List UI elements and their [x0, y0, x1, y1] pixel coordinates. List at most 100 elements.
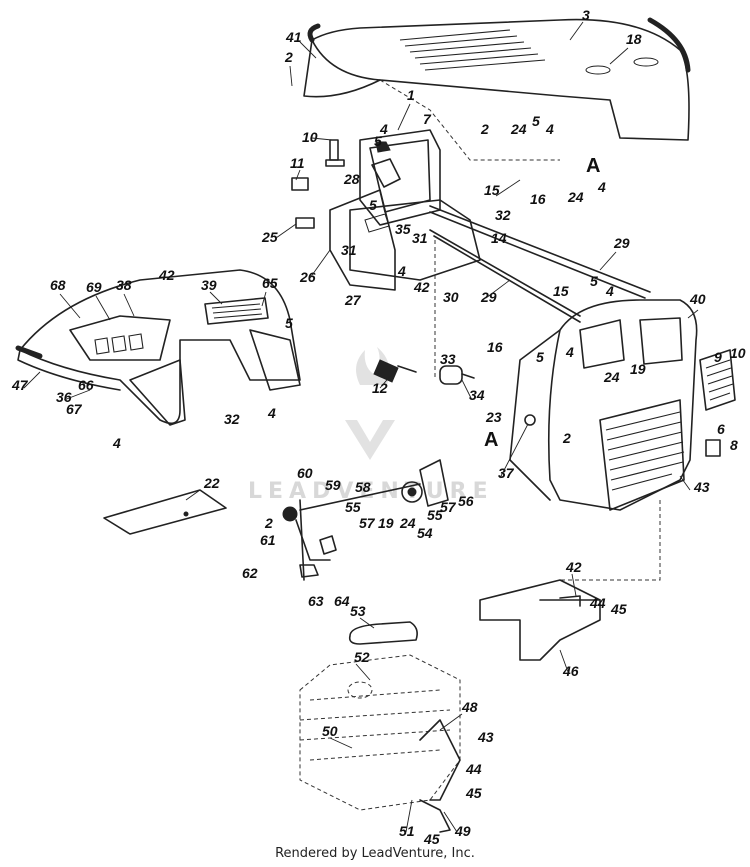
- callout-50: 50: [322, 723, 338, 739]
- callout-51: 51: [399, 823, 415, 839]
- callout-24: 24: [510, 121, 527, 137]
- dash-panel: [291, 129, 481, 291]
- callout-3: 3: [582, 7, 590, 23]
- callout-2: 2: [284, 49, 293, 65]
- callout-19: 19: [630, 361, 646, 377]
- callout-55: 55: [427, 507, 443, 523]
- callout-6: 6: [717, 421, 725, 437]
- render-credit: Rendered by LeadVenture, Inc.: [275, 846, 475, 861]
- callout-5: 5: [532, 113, 540, 129]
- callout-64: 64: [334, 593, 350, 609]
- hood: [303, 17, 691, 161]
- callout-41: 41: [285, 29, 302, 45]
- callout-12: 12: [372, 380, 388, 396]
- engine-assembly: [299, 621, 461, 833]
- callout-16: 16: [530, 191, 546, 207]
- callout-4: 4: [379, 121, 388, 137]
- callout-5: 5: [536, 349, 544, 365]
- callout-36: 36: [56, 389, 72, 405]
- small-parts: [103, 359, 475, 535]
- callout-69: 69: [86, 279, 102, 295]
- front-bracket: [479, 579, 601, 661]
- callout-16: 16: [487, 339, 503, 355]
- callout-31: 31: [341, 242, 357, 258]
- callout-44: 44: [465, 761, 482, 777]
- callout-2: 2: [480, 121, 489, 137]
- callout-35: 35: [395, 221, 411, 237]
- callout-8: 8: [730, 437, 738, 453]
- callout-45: 45: [465, 785, 482, 801]
- callout-24: 24: [603, 369, 620, 385]
- reference-mark-a: A: [484, 429, 498, 451]
- callout-10: 10: [730, 345, 746, 361]
- callout-26: 26: [299, 269, 316, 285]
- callout-48: 48: [461, 699, 478, 715]
- callout-52: 52: [354, 649, 370, 665]
- callout-32: 32: [495, 207, 511, 223]
- callout-37: 37: [498, 465, 515, 481]
- callout-45: 45: [610, 601, 627, 617]
- callout-27: 27: [344, 292, 362, 308]
- callout-65: 65: [262, 275, 278, 291]
- callout-4: 4: [267, 405, 276, 421]
- callout-43: 43: [693, 479, 710, 495]
- callout-4: 4: [605, 283, 614, 299]
- callout-66: 66: [78, 377, 94, 393]
- watermark: LEADVENTURE: [248, 347, 494, 504]
- callout-44: 44: [589, 595, 606, 611]
- callout-32: 32: [224, 411, 240, 427]
- callout-43: 43: [477, 729, 494, 745]
- callout-47: 47: [11, 377, 29, 393]
- callout-1: 1: [407, 87, 415, 103]
- callout-4: 4: [597, 179, 606, 195]
- callout-24: 24: [567, 189, 584, 205]
- callout-28: 28: [343, 171, 360, 187]
- callout-38: 38: [116, 277, 132, 293]
- callout-23: 23: [485, 409, 502, 425]
- callout-46: 46: [562, 663, 579, 679]
- callout-68: 68: [50, 277, 66, 293]
- callout-57: 57: [359, 515, 376, 531]
- callout-29: 29: [613, 235, 630, 251]
- callout-67: 67: [66, 401, 83, 417]
- callout-10: 10: [302, 129, 318, 145]
- callout-22: 22: [203, 475, 220, 491]
- callout-15: 15: [553, 283, 569, 299]
- callout-11: 11: [290, 155, 305, 171]
- callout-5: 5: [369, 197, 377, 213]
- callout-5: 5: [374, 133, 382, 149]
- callout-5: 5: [285, 315, 293, 331]
- callout-2: 2: [264, 515, 273, 531]
- callout-4: 4: [397, 263, 406, 279]
- callout-39: 39: [201, 277, 217, 293]
- callout-62: 62: [242, 565, 258, 581]
- watermark-text: LEADVENTURE: [248, 479, 494, 504]
- callout-45: 45: [423, 831, 440, 847]
- callout-42: 42: [565, 559, 582, 575]
- callout-40: 40: [689, 291, 706, 307]
- callout-31: 31: [412, 230, 428, 246]
- callout-4: 4: [565, 344, 574, 360]
- callout-4: 4: [112, 435, 121, 451]
- callout-56: 56: [458, 493, 474, 509]
- callout-15: 15: [484, 182, 500, 198]
- leader-lines: [23, 21, 699, 833]
- callout-30: 30: [443, 289, 459, 305]
- callout-42: 42: [158, 267, 175, 283]
- callout-24: 24: [399, 515, 416, 531]
- callout-7: 7: [423, 111, 432, 127]
- callout-33: 33: [440, 351, 456, 367]
- callout-60: 60: [297, 465, 313, 481]
- front-nose: [509, 299, 736, 581]
- callout-2: 2: [562, 430, 571, 446]
- callout-57: 57: [440, 499, 457, 515]
- callout-55: 55: [345, 499, 361, 515]
- callout-54: 54: [417, 525, 433, 541]
- callout-14: 14: [491, 230, 507, 246]
- control-rods: [429, 205, 651, 380]
- reference-mark-a: A: [586, 155, 600, 177]
- callout-5: 5: [590, 273, 598, 289]
- callout-42: 42: [413, 279, 430, 295]
